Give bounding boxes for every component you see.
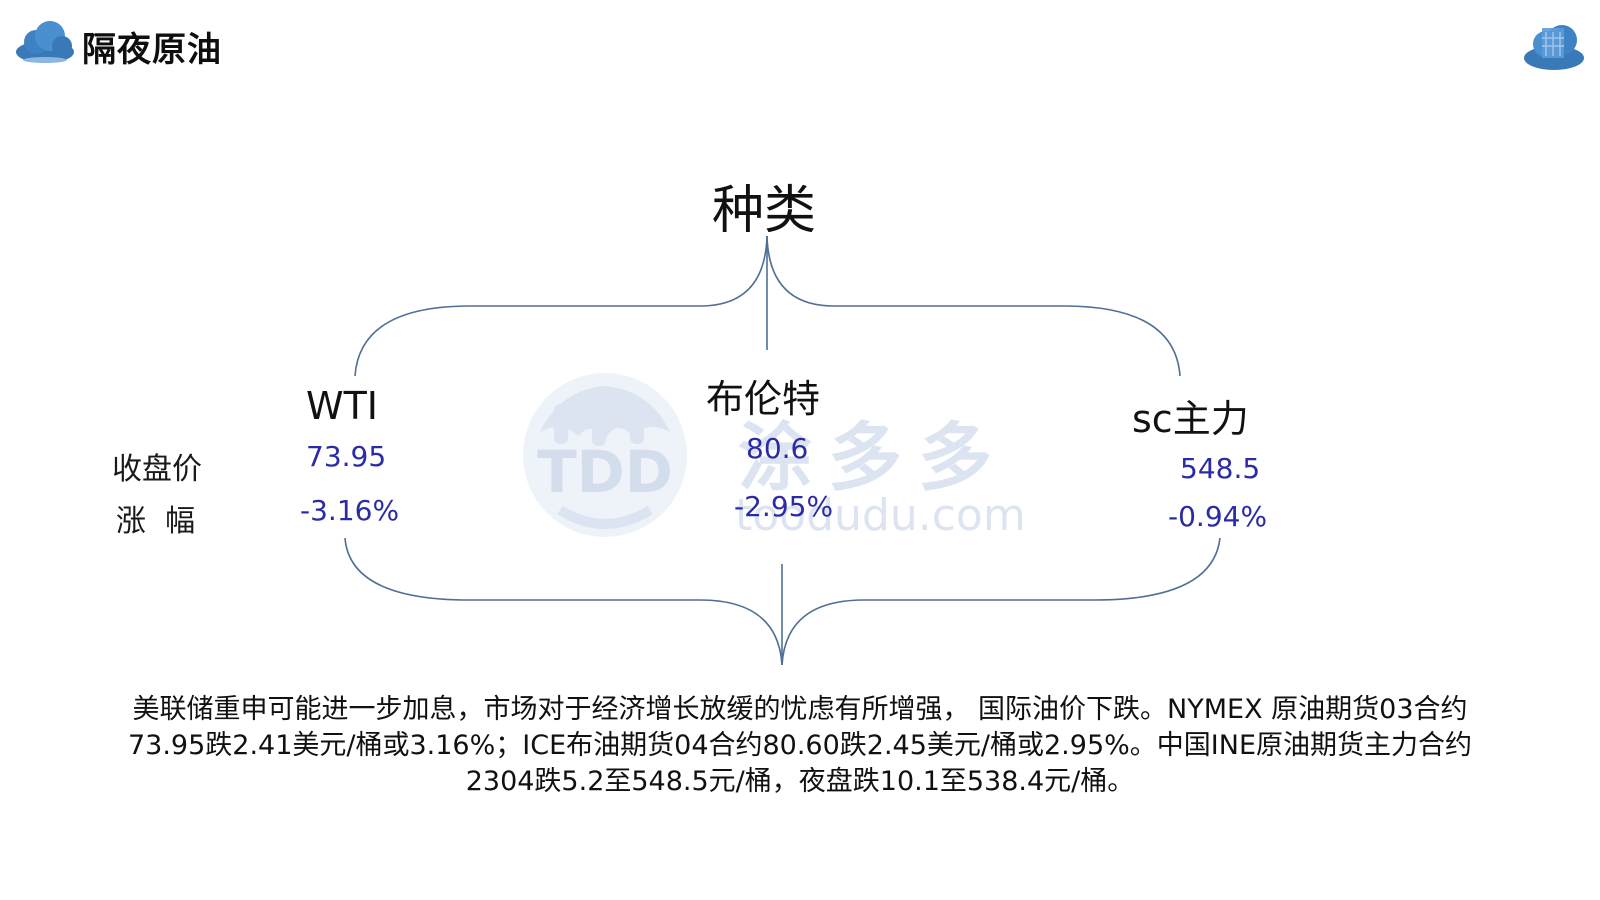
watermark-name: 涂多多	[738, 415, 1008, 501]
category-wti-label: WTI	[306, 384, 378, 428]
cloud-building-logo-icon	[1524, 25, 1584, 70]
root-label: 种类	[712, 181, 817, 241]
wti-close-value: 73.95	[306, 440, 387, 473]
watermark-logo-text: TDD	[537, 438, 673, 506]
category-brent-label: 布伦特	[706, 377, 821, 421]
brent-change-value: -2.95%	[734, 490, 834, 523]
page-title: 隔夜原油	[82, 30, 222, 70]
wti-change-value: -3.16%	[300, 494, 400, 527]
sc-change-value: -0.94%	[1168, 500, 1268, 533]
cloud-logo-icon	[16, 21, 74, 63]
category-sc-label: sc主力	[1132, 397, 1249, 441]
row-label-close: 收盘价	[112, 452, 202, 487]
brent-close-value: 80.6	[746, 432, 809, 465]
watermark-url: toodudu.com	[735, 490, 1026, 541]
watermark-logo: TDD	[523, 373, 687, 537]
summary-text: 美联储重申可能进一步加息，市场对于经济增长放缓的忧虑有所增强， 国际油价下跌。N…	[127, 694, 1472, 797]
row-label-change: 涨 幅	[116, 504, 196, 539]
sc-close-value: 548.5	[1180, 452, 1261, 485]
